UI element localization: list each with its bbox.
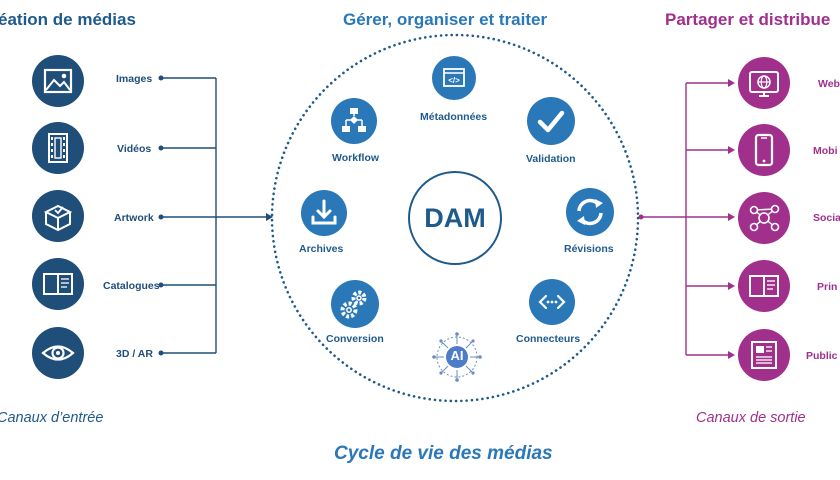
input-artwork-tile (32, 190, 84, 242)
output-social-tile (738, 192, 790, 244)
output-publication-tile (738, 329, 790, 381)
output-channels-caption: Canaux de sortie (696, 410, 806, 426)
input-channels-caption: Canaux d’entrée (0, 410, 104, 426)
output-social-label: Socia (813, 212, 840, 224)
lifecycle-caption: Cycle de vie des médias (334, 443, 553, 464)
center-section-title: Gérer, organiser et traiter (343, 10, 548, 29)
output-print-label: Prin (817, 281, 838, 293)
input-catalogues-label: Catalogues (103, 280, 160, 292)
archives-label: Archives (299, 243, 344, 255)
workflow-label: Workflow (332, 152, 380, 164)
output-web-tile (738, 57, 790, 109)
ai-chip-text: AI (450, 348, 464, 363)
dam-hub-label: DAM (424, 202, 486, 233)
input-artwork-label: Artwork (114, 212, 154, 224)
connectors-label: Connecteurs (516, 333, 581, 345)
input-3d-ar-label: 3D / AR (116, 348, 153, 360)
ai-chip-node: AI (430, 330, 484, 384)
input-images-tile (32, 55, 84, 107)
output-section-title: Partager et distribue (665, 10, 831, 29)
dam-hub: DAM (408, 171, 502, 265)
output-mobile-tile (738, 124, 790, 176)
input-3d-ar-tile (32, 327, 84, 379)
conversion-label: Conversion (326, 333, 384, 345)
metadata-node: </> (432, 56, 476, 100)
output-mobile-label: Mobi (813, 145, 838, 157)
svg-text:</>: </> (448, 76, 460, 85)
archives-node (301, 190, 347, 236)
input-catalogues-tile (32, 258, 84, 310)
revisions-node (566, 188, 614, 236)
input-images-label: Images (116, 73, 153, 85)
metadata-label: Métadonnées (420, 111, 488, 123)
output-print-tile (738, 260, 790, 312)
input-videos-label: Vidéos (117, 143, 152, 155)
conversion-node (331, 280, 379, 328)
output-web-label: Web (818, 78, 840, 90)
connectors-node (529, 279, 575, 325)
workflow-node (331, 98, 377, 144)
revisions-label: Révisions (564, 243, 614, 255)
input-videos-tile (32, 122, 84, 174)
validation-node (527, 97, 575, 145)
validation-label: Validation (526, 153, 576, 165)
output-publication-label: Public (806, 350, 838, 362)
input-section-title: éation de médias (0, 10, 136, 29)
